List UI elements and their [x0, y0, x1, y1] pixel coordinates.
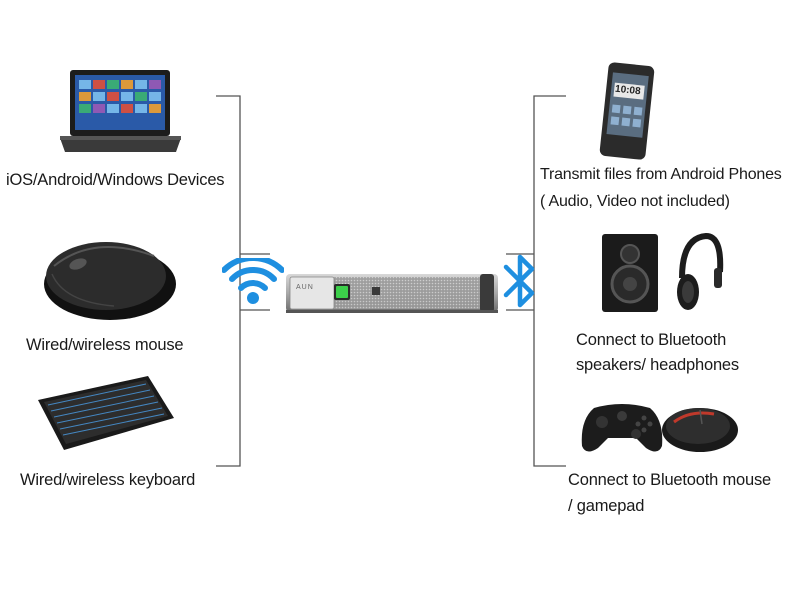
- phone-label-line1: Transmit files from Android Phones: [540, 166, 782, 183]
- gamepad-label-line2: / gamepad: [568, 497, 645, 515]
- phone-image: 10:08: [596, 62, 658, 162]
- mouse-image: [34, 226, 184, 326]
- projector-brand: AUN: [296, 284, 314, 291]
- keyboard-image: [36, 372, 176, 456]
- gamepad-image: [580, 398, 664, 458]
- gamepad-label-line1: Connect to Bluetooth mouse: [568, 471, 772, 489]
- devices-label: iOS/Android/Windows Devices: [6, 171, 225, 189]
- mouse-label: Wired/wireless mouse: [26, 336, 184, 354]
- speaker-label-line1: Connect to Bluetooth: [576, 331, 727, 349]
- keyboard-label: Wired/wireless keyboard: [20, 471, 196, 489]
- headphones-image: [672, 232, 728, 316]
- bluetooth-mouse-image: [660, 400, 740, 456]
- laptop-image: [58, 68, 183, 156]
- phone-label-line2: ( Audio, Video not included): [540, 193, 730, 210]
- wifi-icon: [221, 255, 285, 306]
- projector-image: AUN: [284, 270, 500, 316]
- speaker-label-line2: speakers/ headphones: [576, 356, 739, 374]
- speaker-image: [600, 232, 660, 314]
- bluetooth-icon: [502, 250, 538, 312]
